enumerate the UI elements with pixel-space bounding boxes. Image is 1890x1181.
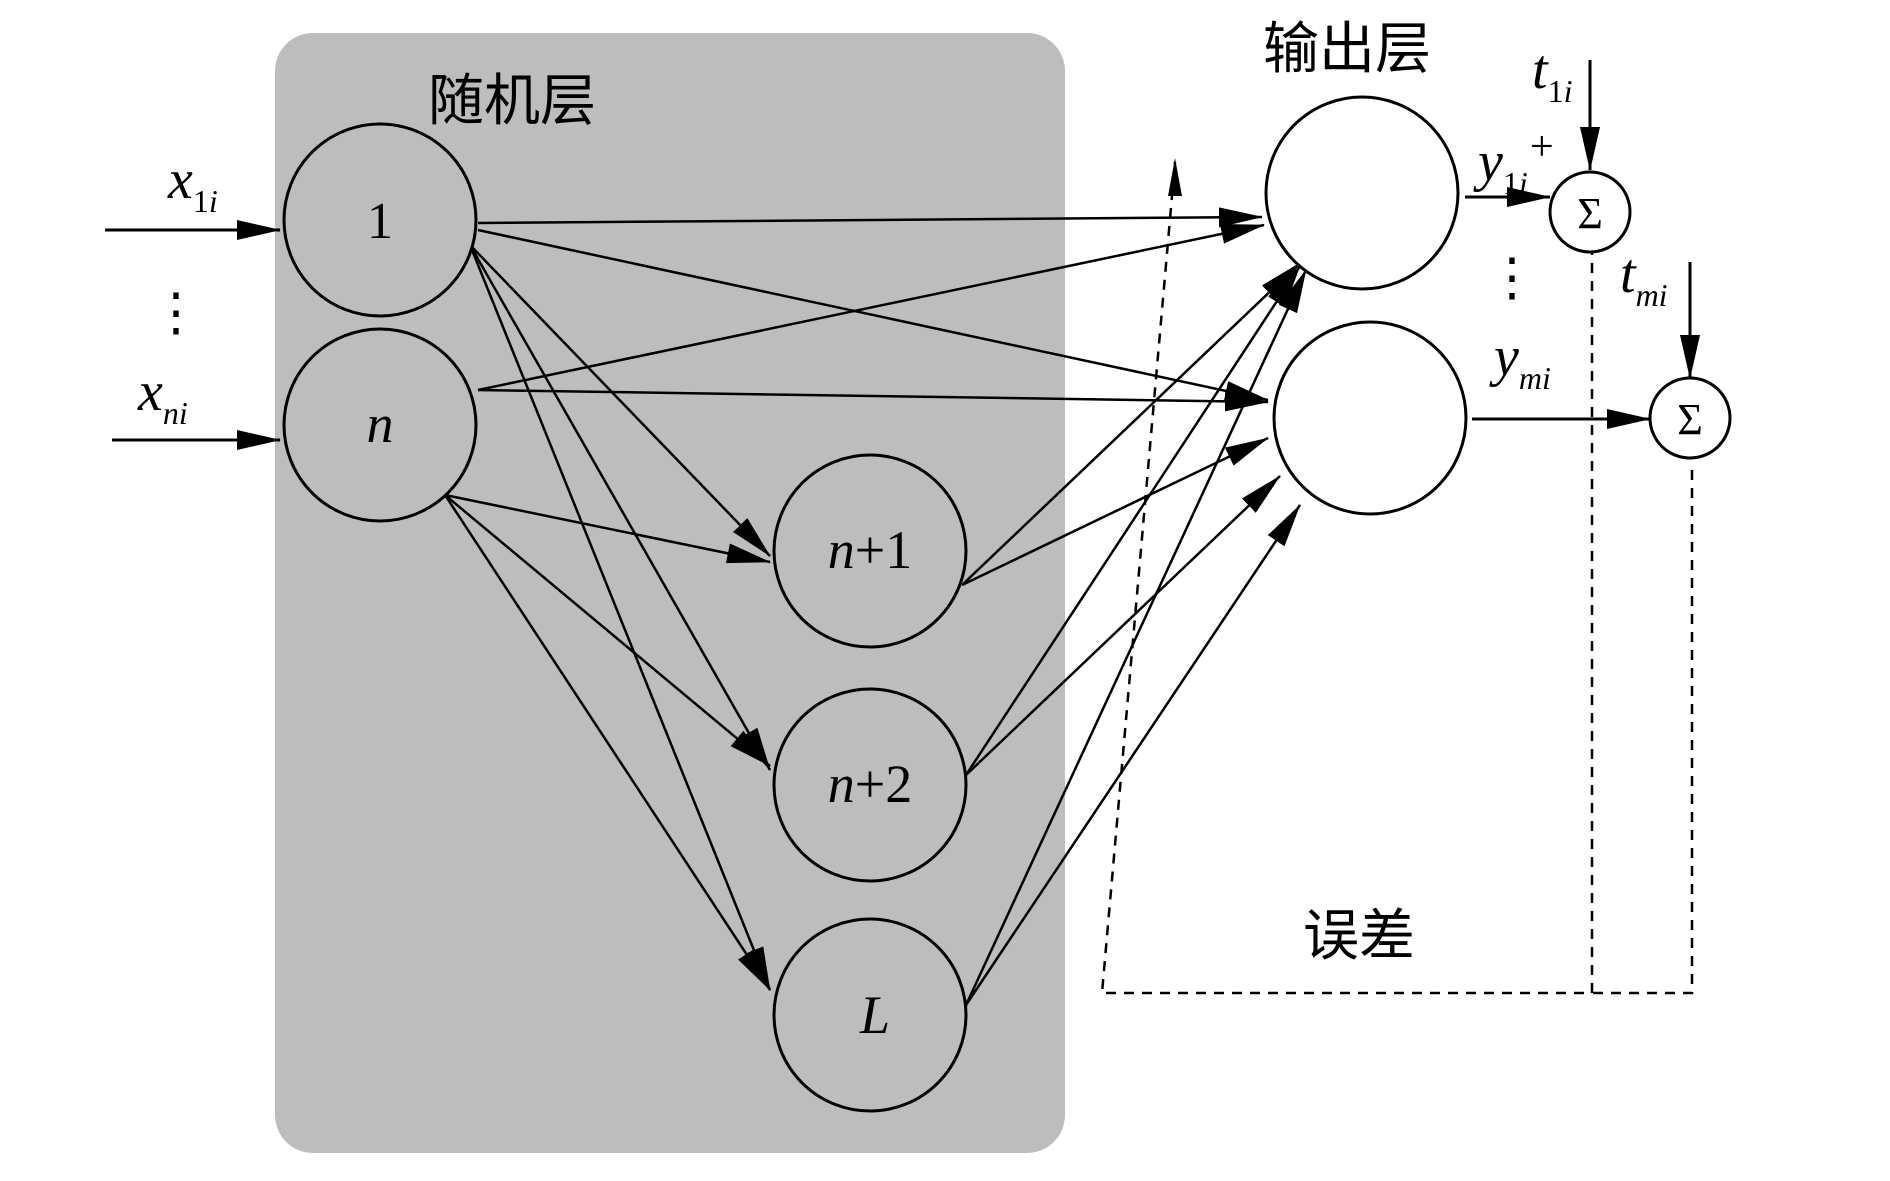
output-arrows — [1465, 60, 1700, 429]
node-hidden-n-plus-1: n+1 — [772, 453, 968, 649]
edge-n1-to-y1 — [961, 262, 1301, 586]
signal-label-tm: tmi — [1620, 243, 1668, 313]
edge-1-to-y1 — [477, 207, 1263, 228]
error-branch-m — [1592, 470, 1694, 995]
node-hidden-L-label: L — [859, 985, 890, 1045]
node-input-1-label: 1 — [367, 193, 393, 250]
sum-node-m: Σ — [1648, 376, 1732, 460]
signal-label-t1: t1i — [1532, 39, 1572, 109]
signal-label-xn: xni — [137, 361, 188, 431]
edge-n-to-n2 — [444, 494, 771, 767]
sum-symbol-1: Σ — [1577, 189, 1603, 238]
sum-node-1: Σ — [1548, 170, 1632, 254]
output-ellipsis: ⋮ — [1486, 250, 1538, 307]
input-arrows — [105, 220, 281, 450]
node-input-1: 1 — [282, 122, 478, 318]
edge-1-to-n1 — [469, 244, 771, 557]
edge-n-to-ym — [477, 388, 1269, 412]
signal-label-y1: y1i — [1473, 131, 1528, 201]
sum-symbol-m: Σ — [1677, 395, 1703, 444]
input-ellipsis: ⋮ — [150, 285, 202, 342]
edge-1-to-ym — [477, 228, 1269, 402]
node-hidden-n-plus-2-label: n+2 — [828, 754, 912, 814]
node-input-n: n — [282, 327, 478, 523]
error-feedback-path — [1100, 161, 1694, 995]
edge-n-to-L — [443, 494, 772, 991]
input-to-output-connections — [477, 207, 1269, 412]
error-loop-line — [1100, 161, 1594, 995]
edge-n2-to-y1 — [964, 265, 1302, 776]
random-layer-label: 随机层 — [428, 69, 596, 134]
signal-label-x1: x1i — [167, 149, 218, 219]
node-output-ym — [1272, 320, 1468, 516]
edge-L-to-ym — [964, 504, 1302, 1006]
node-hidden-L: L — [772, 917, 968, 1113]
node-hidden-n-plus-2: n+2 — [772, 687, 968, 883]
plus-sign: + — [1530, 124, 1554, 170]
input-to-hidden-connections — [443, 244, 772, 991]
node-output-y1 — [1264, 95, 1460, 291]
signal-label-ym: ymi — [1489, 326, 1551, 396]
edge-n2-to-ym — [965, 475, 1281, 776]
node-hidden-n-plus-1-label: n+1 — [828, 520, 912, 580]
edge-n-to-n1 — [444, 493, 771, 564]
error-label: 误差 — [1303, 904, 1415, 969]
error-feedback-arrowhead — [1168, 158, 1182, 196]
node-input-n-label: n — [367, 394, 394, 454]
hidden-to-output-connections — [961, 262, 1308, 1006]
edge-n-to-y1 — [477, 223, 1265, 392]
output-layer-label: 输出层 — [1263, 17, 1431, 82]
edge-1-to-L — [468, 244, 772, 991]
edge-1-to-n2 — [468, 244, 772, 771]
edge-L-to-y1 — [964, 269, 1308, 1006]
